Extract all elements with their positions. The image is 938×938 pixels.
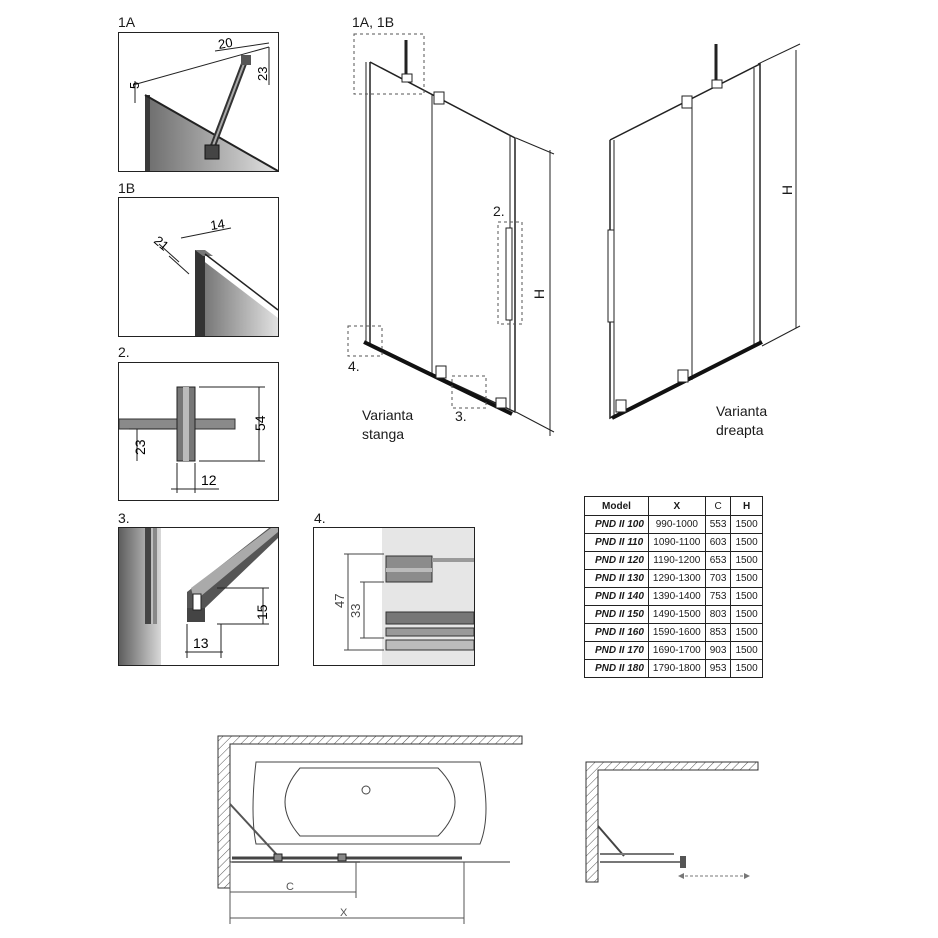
- detail-label-3: 3.: [118, 510, 130, 526]
- dim-1a-23: 23: [255, 67, 270, 81]
- table-cell-c: 953: [704, 659, 732, 678]
- height-label-right: H: [779, 184, 796, 196]
- left-variant-drawing: [347, 33, 555, 436]
- dim-1b-14: 14: [209, 216, 225, 233]
- detail-label-1a: 1A: [118, 14, 136, 30]
- detail-4-panel: 47 33: [313, 527, 475, 666]
- table-cell-h: 1500: [730, 533, 763, 552]
- table-header-row: Model X C H: [584, 496, 763, 516]
- table-cell-x: 990-1000: [647, 515, 706, 534]
- detail-label-1b: 1B: [118, 180, 136, 196]
- table-cell-x: 1390-1400: [647, 587, 706, 606]
- left-variant-caption-line2: stanga: [362, 426, 405, 442]
- table-cell-h: 1500: [730, 605, 763, 624]
- table-cell-model: PND II 140: [584, 587, 649, 606]
- table-cell-x: 1290-1300: [647, 569, 706, 588]
- right-variant-drawing: [607, 43, 801, 420]
- dim-1a-5: 5: [127, 82, 142, 89]
- table-header-h: H: [730, 496, 763, 516]
- table-cell-h: 1500: [730, 641, 763, 660]
- table-cell-h: 1500: [730, 623, 763, 642]
- detail-2-panel: 54 23 12: [118, 362, 279, 501]
- table-cell-c: 553: [704, 515, 732, 534]
- table-cell-x: 1190-1200: [647, 551, 706, 570]
- table-header-c: C: [704, 496, 732, 516]
- detail-2-drawing: 54 23 12: [119, 386, 268, 493]
- left-variant-caption-line1: Varianta: [362, 407, 414, 423]
- table-cell-h: 1500: [730, 515, 763, 534]
- table-cell-h: 1500: [730, 659, 763, 678]
- detail-1b-drawing: 14 21: [151, 216, 278, 336]
- callout-label-1a-1b: 1A, 1B: [352, 14, 395, 30]
- table-cell-model: PND II 120: [584, 551, 649, 570]
- table-cell-c: 603: [704, 533, 732, 552]
- table-cell-x: 1790-1800: [647, 659, 706, 678]
- right-variant-caption-line1: Varianta: [716, 403, 768, 419]
- table-cell-c: 703: [704, 569, 732, 588]
- dim-4-47: 47: [332, 594, 347, 608]
- plan-label-x: X: [340, 907, 348, 919]
- detail-4-drawing: 47 33: [332, 528, 474, 665]
- detail-label-2: 2.: [118, 344, 130, 360]
- table-cell-x: 1590-1600: [647, 623, 706, 642]
- table-cell-c: 753: [704, 587, 732, 606]
- right-variant-caption: Varianta dreapta: [716, 402, 767, 440]
- callout-label-4: 4.: [348, 358, 360, 374]
- left-variant-caption: Varianta stanga: [362, 406, 413, 444]
- small-plan-drawing: [585, 761, 759, 883]
- table-cell-x: 1090-1100: [647, 533, 706, 552]
- dim-2-23: 23: [132, 439, 148, 455]
- callout-label-3: 3.: [455, 408, 467, 424]
- detail-3-drawing: 15 13: [119, 528, 278, 665]
- dim-3-13: 13: [193, 635, 209, 651]
- detail-1a-panel: 20 23 5: [118, 32, 279, 172]
- detail-label-4: 4.: [314, 510, 326, 526]
- dim-4-33: 33: [348, 604, 363, 618]
- detail-1a-drawing: 20 23 5: [127, 35, 278, 171]
- dim-2-54: 54: [252, 415, 268, 431]
- plan-label-c: C: [286, 881, 294, 893]
- table-cell-model: PND II 150: [584, 605, 649, 624]
- dim-2-12: 12: [201, 472, 217, 488]
- dim-1b-21: 21: [151, 233, 172, 254]
- detail-3-panel: 15 13: [118, 527, 279, 666]
- dim-3-15: 15: [254, 604, 270, 620]
- dim-1a-20: 20: [217, 35, 234, 52]
- table-cell-c: 903: [704, 641, 732, 660]
- table-cell-model: PND II 100: [584, 515, 649, 534]
- table-cell-h: 1500: [730, 569, 763, 588]
- table-cell-model: PND II 110: [584, 533, 649, 552]
- table-cell-model: PND II 130: [584, 569, 649, 588]
- table-cell-c: 803: [704, 605, 732, 624]
- table-cell-h: 1500: [730, 587, 763, 606]
- height-label-left: H: [531, 288, 548, 300]
- table-cell-model: PND II 170: [584, 641, 649, 660]
- table-cell-model: PND II 180: [584, 659, 649, 678]
- callout-label-2: 2.: [493, 203, 505, 219]
- table-cell-model: PND II 160: [584, 623, 649, 642]
- table-header-model: Model: [584, 496, 649, 516]
- table-cell-h: 1500: [730, 551, 763, 570]
- bathtub-plan-drawing: C X: [217, 735, 523, 924]
- table-cell-c: 653: [704, 551, 732, 570]
- detail-1b-panel: 14 21: [118, 197, 279, 337]
- table-cell-x: 1490-1500: [647, 605, 706, 624]
- table-header-x: X: [647, 496, 706, 516]
- table-cell-c: 853: [704, 623, 732, 642]
- table-cell-x: 1690-1700: [647, 641, 706, 660]
- right-variant-caption-line2: dreapta: [716, 422, 764, 438]
